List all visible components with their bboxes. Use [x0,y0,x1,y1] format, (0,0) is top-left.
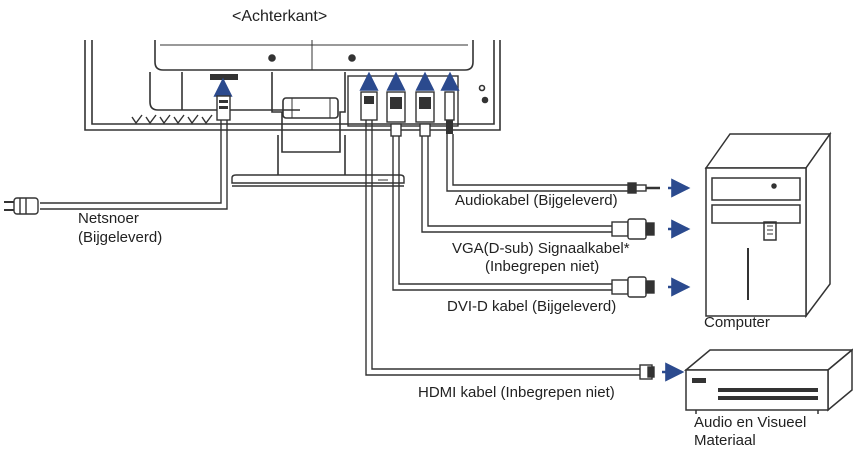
dvi-cable-label: DVI-D kabel (Bijgeleverd) [447,298,617,315]
port-arrows [213,71,460,97]
av-equipment-label: Audio en Visueel [694,414,807,431]
cables [4,91,640,376]
audio-cable-label: Audiokabel (Bijgeleverd) [455,192,618,209]
hdmi-cable-label: HDMI kabel (Inbegrepen niet) [418,384,615,401]
diagram-title: <Achterkant> [232,8,328,25]
monitor-back [84,40,501,187]
av-equipment-label-2: Materiaal [694,432,756,449]
vga-cable-label: VGA(D-sub) Signaalkabel* [452,240,630,257]
power-cord-note: (Bijgeleverd) [78,229,163,246]
computer-label: Computer [704,314,770,331]
power-cord-label: Netsnoer [78,210,139,227]
cable-ends [611,182,660,380]
vga-cable-note: (Inbegrepen niet) [485,258,600,275]
computer-tower-icon [704,131,832,319]
av-equipment-icon [683,348,853,414]
device-arrows [662,178,691,382]
